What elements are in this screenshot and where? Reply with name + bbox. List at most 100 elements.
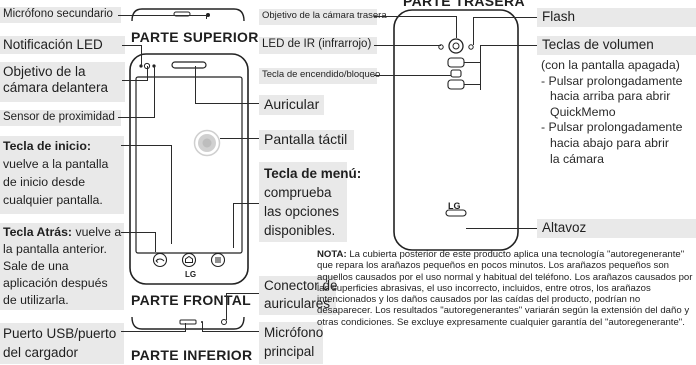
volume-description: (con la pantalla apagada) - Pulsar prolo… [541, 58, 683, 167]
leader-earpiece-v [195, 66, 196, 104]
leader-home-v [171, 145, 172, 244]
label-ir-led: LED de IR (infrarrojo) [259, 37, 377, 54]
leader-home [121, 145, 171, 146]
label-main-mic-line1: Micrófono [264, 325, 324, 340]
front-logo: LG [185, 270, 197, 279]
menu-key-icon [210, 252, 226, 268]
volume-b1-line3: QuickMemo [550, 104, 616, 119]
leader-front-camera-v [147, 66, 148, 81]
leader-touch [220, 138, 259, 139]
leader-headset-v [226, 293, 227, 320]
heading-front: PARTE FRONTAL [131, 292, 252, 308]
label-back-key-line5: de utilizarla. [3, 293, 69, 307]
label-mic-secondary-text: Micrófono secundario [3, 8, 113, 20]
label-earpiece-text: Auricular [264, 96, 320, 112]
back-logo: LG [448, 201, 461, 211]
volume-sub: (con la pantalla apagada) [541, 58, 680, 72]
label-home-key-title: Tecla de inicio: [3, 139, 91, 153]
rear-camera-icon [448, 38, 464, 54]
leader-volume-down [464, 84, 480, 85]
note-body: La cubierta posterior de este producto a… [317, 249, 693, 328]
leader-menu [233, 203, 259, 204]
volume-b1-line1: - Pulsar prolongadamente [541, 73, 683, 88]
note-title: NOTA: [317, 249, 347, 260]
label-back-key-title: Tecla Atrás: [3, 225, 73, 239]
label-menu-key-line1: comprueba [264, 185, 332, 200]
label-back-key-line3: Sale de una [3, 259, 69, 273]
label-power-key: Tecla de encendido/bloqueo [259, 68, 381, 84]
leader-rear-camera [374, 16, 456, 17]
label-touchscreen: Pantalla táctil [259, 130, 354, 150]
label-flash-text: Flash [542, 9, 576, 24]
label-proximity-sensor: Sensor de proximidad [0, 110, 121, 126]
leader-volume-v [480, 45, 481, 90]
label-mic-secondary: Micrófono secundario [0, 7, 121, 23]
phone-front [129, 53, 249, 285]
leader-led [122, 45, 141, 46]
label-flash: Flash [537, 8, 696, 27]
leader-main-mic [202, 331, 259, 332]
label-speaker: Altavoz [537, 219, 696, 238]
label-proximity-sensor-text: Sensor de proximidad [3, 111, 115, 123]
label-speaker-text: Altavoz [542, 220, 587, 235]
label-back-key-line4: aplicación después [3, 276, 108, 290]
leader-proximity [118, 117, 154, 118]
label-headset-line1: Conector de [264, 278, 338, 293]
note-paragraph: NOTA: La cubierta posterior de este prod… [317, 249, 695, 328]
label-front-camera-line1: Objetivo de la [3, 64, 86, 79]
label-home-key-line3: cualquier pantalla. [3, 193, 103, 207]
speaker-icon [445, 209, 467, 217]
label-main-mic: Micrófono principal [259, 322, 323, 364]
heading-top: PARTE SUPERIOR [131, 29, 259, 45]
label-rear-camera-text: Objetivo de la cámara trasera [262, 10, 387, 21]
label-menu-key-title: Tecla de menú: [264, 166, 362, 181]
leader-back-v [155, 232, 156, 252]
earpiece-icon [171, 61, 207, 69]
label-menu-key: Tecla de menú: comprueba las opciones di… [259, 162, 361, 242]
leader-proximity-v [154, 66, 155, 118]
label-main-mic-line2: principal [264, 344, 315, 359]
leader-flash-v [473, 17, 474, 45]
label-led-notification: Notificación LED [0, 36, 125, 54]
home-key-icon [181, 252, 197, 268]
volume-b2-line1: - Pulsar prolongadamente [541, 120, 683, 135]
label-menu-key-line3: disponibles. [264, 223, 336, 238]
phone-top-edge [131, 8, 245, 22]
back-key-icon [152, 252, 168, 268]
label-back-key-line2: la pantalla anterior. [3, 242, 107, 256]
phone-back [393, 9, 519, 251]
headset-jack-icon [221, 319, 227, 325]
leader-usb [121, 331, 185, 332]
volume-down-icon [447, 79, 465, 90]
label-home-key-line1: vuelve a la pantalla [3, 157, 109, 171]
label-volume-keys: Teclas de volumen [537, 36, 696, 55]
label-home-key-line2: de inicio desde [3, 175, 86, 189]
label-back-key: Tecla Atrás: vuelve a la pantalla anteri… [0, 223, 124, 310]
leader-led-v [141, 45, 142, 66]
volume-b2-line3: la cámara [550, 151, 604, 166]
label-touchscreen-text: Pantalla táctil [264, 131, 348, 147]
power-key-icon [450, 69, 462, 78]
leader-headset [226, 293, 259, 294]
volume-up-icon [447, 57, 465, 68]
leader-mic-secondary [118, 15, 206, 16]
label-rear-camera: Objetivo de la cámara trasera [259, 9, 387, 25]
flash-icon [468, 44, 474, 50]
label-back-key-line1: vuelve a [72, 225, 122, 239]
leader-mic-secondary-v [206, 15, 207, 19]
label-headset-line2: auriculares [264, 296, 331, 311]
heading-bottom: PARTE INFERIOR [131, 347, 253, 363]
leader-volume-up [464, 62, 480, 63]
usb-port-icon [179, 319, 197, 325]
label-power-key-text: Tecla de encendido/bloqueo [262, 69, 381, 80]
leader-volume [480, 45, 537, 46]
leader-power [374, 75, 451, 76]
leader-earpiece [195, 103, 259, 104]
label-menu-key-line2: las opciones [264, 204, 340, 219]
label-home-key: Tecla de inicio: vuelve a la pantalla de… [0, 136, 124, 214]
front-camera-icon [143, 62, 151, 70]
heading-rear: PARTE TRASERA [403, 0, 525, 9]
label-usb-line1: Puerto USB/puerto [3, 326, 117, 341]
leader-menu-v [233, 203, 234, 248]
